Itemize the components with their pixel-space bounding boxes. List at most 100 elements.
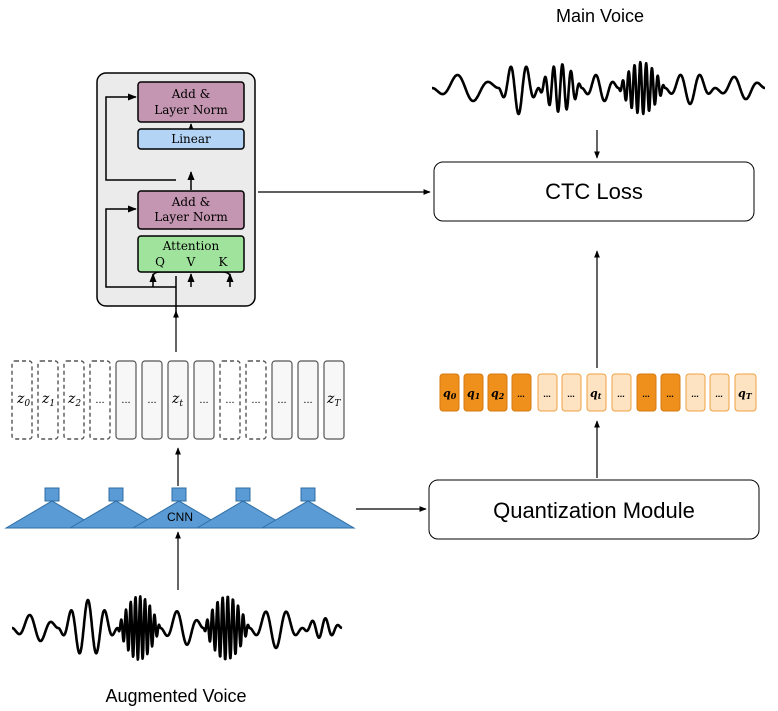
svg-text:z2: z2 [67, 391, 81, 409]
quantized-qT-base: q [738, 387, 746, 400]
linear-layer: Linear [137, 128, 245, 150]
cnn-block-3 [131, 487, 227, 529]
latent-z1-sub: 1 [49, 399, 55, 409]
latent-zt-sub: t [179, 399, 183, 409]
latent-z0-base: z [16, 391, 25, 407]
quantized-ellipsis-5: ... [636, 373, 657, 412]
latent-ellipsis-3-text: ... [147, 394, 156, 406]
svg-text:z0: z0 [16, 391, 30, 409]
quantized-ellipsis-4: ... [611, 373, 632, 412]
quantized-q2-base: q [491, 387, 499, 400]
quantized-q1-sub: 1 [475, 391, 481, 401]
quantized-qT-sub: T [746, 391, 753, 401]
latent-z0: z0 [11, 360, 33, 440]
latent-ellipsis-7-text: ... [277, 394, 286, 406]
quantized-ellipsis-7: ... [685, 373, 706, 412]
latent-z2: z2 [63, 360, 85, 440]
cnn-block-5 [260, 487, 356, 529]
latent-ellipsis-5-text: ... [225, 394, 234, 406]
quantized-ellipsis-8: ... [709, 373, 730, 412]
quantized-qt: qt [586, 373, 607, 412]
quantization-module-label: Quantization Module [493, 498, 695, 523]
add-norm-bottom-line1: Add & [171, 195, 211, 209]
latent-ellipsis-6: ... [245, 360, 267, 440]
latent-ellipsis-1-text: ... [95, 394, 104, 406]
latent-ellipsis-4: ... [193, 360, 215, 440]
quantized-ellipsis-2-text: ... [543, 389, 551, 399]
cnn-block-2 [68, 487, 164, 529]
latent-ellipsis-2: ... [115, 360, 137, 440]
quantized-q0-base: q [443, 387, 451, 400]
quantized-qT: qT [734, 373, 757, 412]
quantized-q1: q1 [463, 373, 484, 412]
attention-k-label: K [219, 255, 229, 269]
augmented-voice-label: Augmented Voice [105, 686, 246, 706]
latent-vectors: z0 z1 z2 ... ... ... zt [11, 360, 345, 440]
latent-z2-base: z [67, 391, 76, 407]
quantized-qt-base: q [590, 387, 598, 400]
quantized-ellipsis-5-text: ... [642, 389, 650, 399]
cnn-block-4 [195, 487, 291, 529]
svg-text:z1: z1 [41, 391, 55, 409]
quantized-ellipsis-2: ... [537, 373, 558, 412]
quantized-ellipsis-4-text: ... [617, 389, 625, 399]
residual-top-arrow [105, 93, 176, 181]
quantized-q0: q0 [439, 373, 460, 412]
svg-text:qT: qT [738, 387, 753, 401]
quantized-ellipsis-3: ... [561, 373, 582, 412]
quantized-vectors: q0 q1 q2 ... ... ... qt ... [439, 373, 757, 412]
linear-label: Linear [171, 132, 211, 146]
add-norm-top-line1: Add & [171, 87, 211, 101]
attention-label: Attention [162, 239, 220, 253]
quantized-q0-sub: 0 [451, 391, 457, 401]
quantized-ellipsis-3-text: ... [567, 389, 575, 399]
attention-v-label: V [186, 255, 196, 269]
latent-zT-sub: T [334, 399, 341, 409]
quantized-ellipsis-6-text: ... [666, 389, 674, 399]
quantized-q2-sub: 2 [498, 391, 505, 401]
attention-layer: Attention Q V K [137, 235, 245, 273]
latent-zT-base: z [326, 391, 335, 407]
add-norm-top-line2: Layer Norm [154, 103, 228, 117]
latent-z1-base: z [41, 391, 50, 407]
latent-z0-sub: 0 [24, 399, 30, 409]
attention-q-label: Q [155, 255, 165, 269]
svg-text:q2: q2 [491, 387, 505, 401]
svg-text:qt: qt [590, 387, 602, 401]
ctc-loss-box: CTC Loss [433, 161, 755, 222]
svg-text:zT: zT [326, 391, 341, 409]
latent-zt-base: z [171, 391, 180, 407]
quantized-qt-sub: t [598, 391, 602, 401]
transformer-block: Add & Layer Norm Linear Add & Layer Norm… [96, 72, 256, 318]
latent-z2-sub: 2 [74, 399, 81, 409]
quantized-ellipsis-6: ... [660, 373, 681, 412]
cnn-encoder: CNN [4, 487, 356, 529]
ctc-loss-label: CTC Loss [545, 179, 643, 204]
quantization-module-box: Quantization Module [428, 479, 760, 540]
latent-ellipsis-8: ... [297, 360, 319, 440]
main-voice-label: Main Voice [556, 6, 644, 26]
quantized-ellipsis-1-text: ... [517, 389, 525, 399]
add-norm-bottom-line2: Layer Norm [154, 210, 228, 224]
latent-ellipsis-5: ... [219, 360, 241, 440]
add-norm-top: Add & Layer Norm [137, 81, 245, 123]
augmented-voice-waveform [11, 595, 343, 661]
latent-ellipsis-1: ... [89, 360, 111, 440]
cnn-block-1 [4, 487, 100, 529]
quantized-q1-base: q [467, 387, 475, 400]
latent-ellipsis-6-text: ... [251, 394, 260, 406]
svg-text:zt: zt [171, 391, 183, 409]
quantized-ellipsis-1: ... [511, 373, 532, 412]
latent-ellipsis-4-text: ... [199, 394, 208, 406]
quantized-ellipsis-8-text: ... [715, 389, 723, 399]
latent-zt: zt [167, 360, 189, 440]
residual-bottom-arrow [105, 205, 176, 288]
latent-zT: zT [323, 360, 345, 440]
latent-ellipsis-2-text: ... [121, 394, 130, 406]
svg-text:q0: q0 [443, 387, 457, 401]
svg-text:q1: q1 [467, 387, 480, 401]
add-norm-bottom: Add & Layer Norm [137, 190, 245, 230]
latent-z1: z1 [37, 360, 59, 440]
cnn-label: CNN [167, 510, 193, 524]
